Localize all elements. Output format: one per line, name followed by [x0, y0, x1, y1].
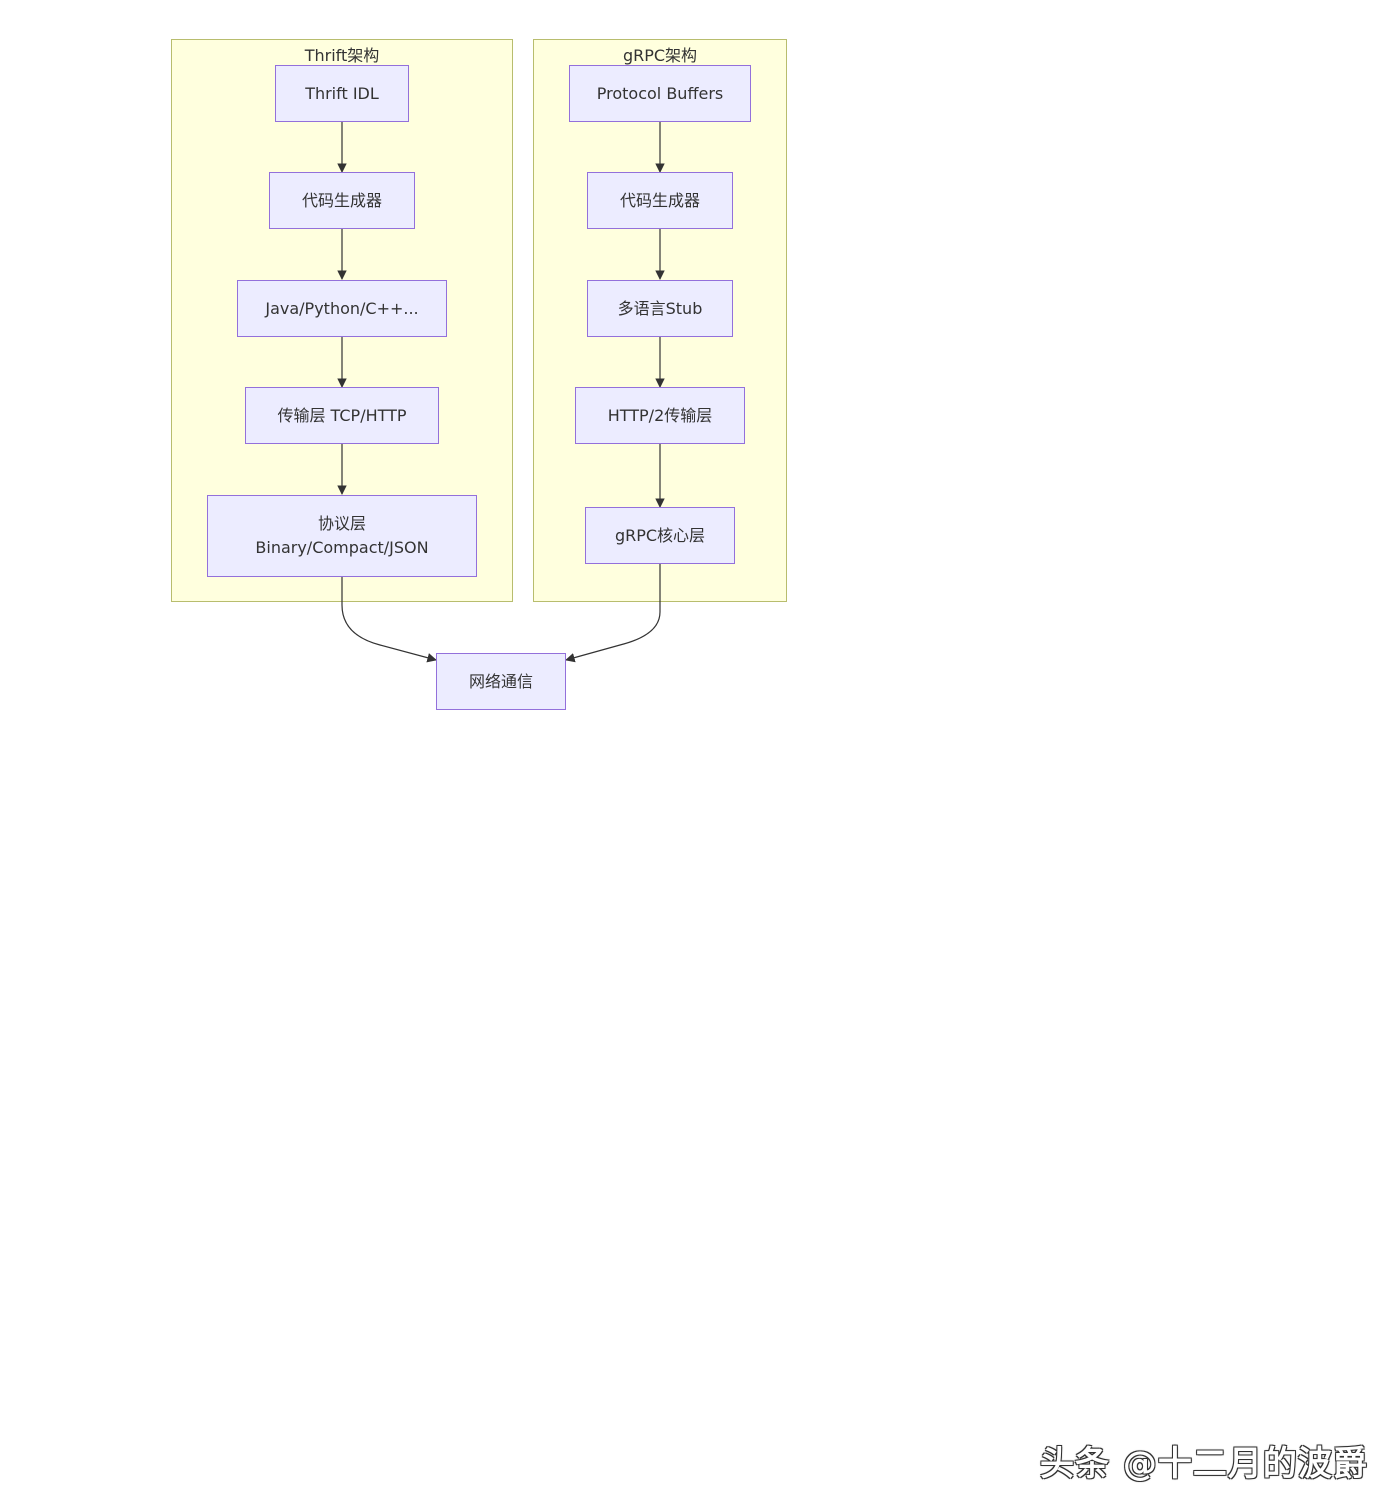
edge-thrift-protocol-network [341, 577, 437, 663]
node-grpc-protobuf: Protocol Buffers [569, 65, 751, 122]
node-grpc-core: gRPC核心层 [585, 507, 735, 564]
edge-grpc-core-network [565, 564, 661, 663]
node-thrift-protocol: 协议层 Binary/Compact/JSON [207, 495, 477, 577]
node-grpc-stub-label: 多语言Stub [617, 298, 703, 318]
node-thrift-protocol-line1: 协议层 [317, 514, 366, 533]
node-thrift-langs: Java/Python/C++... [237, 280, 447, 337]
node-thrift-transport-label: 传输层 TCP/HTTP [277, 405, 407, 425]
node-thrift-idl-label: Thrift IDL [305, 83, 379, 103]
node-thrift-codegen: 代码生成器 [269, 172, 415, 229]
node-grpc-transport-label: HTTP/2传输层 [607, 405, 713, 425]
node-thrift-codegen-label: 代码生成器 [301, 190, 382, 210]
watermark: 头条 @十二月的波爵 [1040, 1444, 1368, 1484]
node-thrift-idl: Thrift IDL [275, 65, 409, 122]
node-grpc-codegen: 代码生成器 [587, 172, 733, 229]
node-network-label: 网络通信 [468, 671, 533, 691]
node-grpc-protobuf-label: Protocol Buffers [596, 83, 724, 103]
node-network: 网络通信 [436, 653, 566, 710]
node-grpc-stub: 多语言Stub [587, 280, 733, 337]
cluster-title-thrift: Thrift架构 [304, 46, 380, 65]
node-grpc-codegen-label: 代码生成器 [619, 190, 700, 210]
node-thrift-transport: 传输层 TCP/HTTP [245, 387, 439, 444]
node-thrift-protocol-line2: Binary/Compact/JSON [255, 538, 429, 557]
node-grpc-core-label: gRPC核心层 [614, 525, 706, 545]
node-thrift-langs-label: Java/Python/C++... [265, 298, 419, 318]
node-grpc-transport: HTTP/2传输层 [575, 387, 745, 444]
cluster-title-grpc: gRPC架构 [622, 46, 698, 65]
